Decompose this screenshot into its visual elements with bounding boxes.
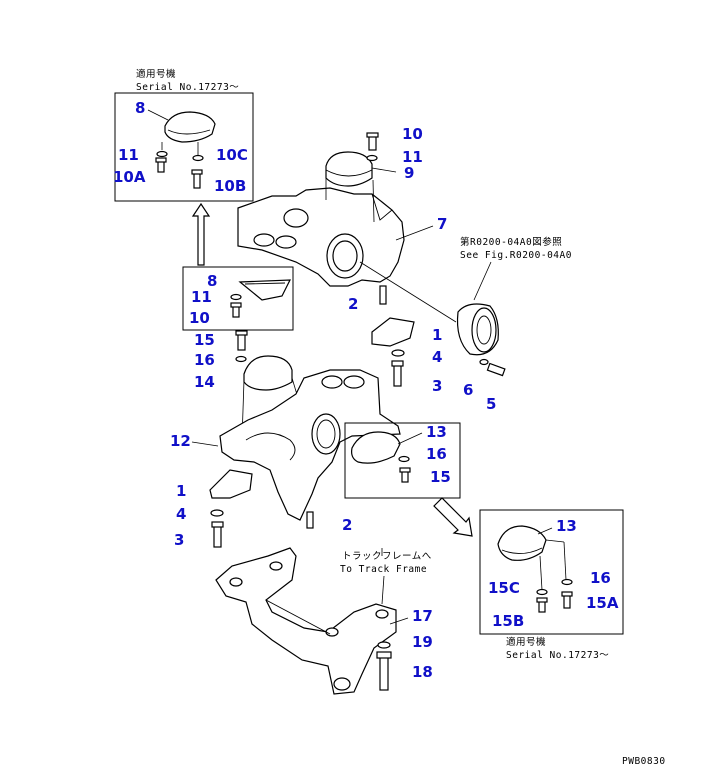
lower-inset-bolt xyxy=(399,467,411,483)
callout-right-inset-13: 13 xyxy=(556,517,577,535)
callout-top-inset-11: 11 xyxy=(118,146,139,164)
right-inset-washer-15C xyxy=(536,588,548,596)
top-inset-bolt-10A xyxy=(155,157,167,173)
upper-washer-11 xyxy=(366,154,378,162)
upper-washer-6 xyxy=(479,358,489,366)
lower-bolt-15 xyxy=(235,330,248,351)
lower-cap-1 xyxy=(209,469,253,499)
bearing-assembly xyxy=(456,303,499,356)
callout-mid-inset-11: 11 xyxy=(191,288,212,306)
arrow-up-icon xyxy=(191,202,211,266)
callout-mid-inset-10: 10 xyxy=(189,309,210,327)
top-inset-bolt-10B xyxy=(191,169,203,189)
callout-upper-3: 3 xyxy=(432,377,442,395)
lower-pin-2 xyxy=(306,511,314,529)
upper-bolt-3 xyxy=(391,360,404,387)
right-inset-bolt-15B xyxy=(536,597,548,613)
callout-lower-4: 4 xyxy=(176,505,186,523)
upper-cover-plate-9 xyxy=(325,151,373,187)
mid-inset-box xyxy=(182,266,294,331)
callout-lower-2: 2 xyxy=(342,516,352,534)
callout-lower-3: 3 xyxy=(174,531,184,549)
lower-inset-box xyxy=(344,422,461,499)
callout-lower-inset-15: 15 xyxy=(430,468,451,486)
callout-lower-16: 16 xyxy=(194,351,215,369)
top-inset-cover-plate xyxy=(164,111,216,143)
callout-bottom-19: 19 xyxy=(412,633,433,651)
callout-top-inset-10C: 10C xyxy=(216,146,248,164)
upper-cap-1 xyxy=(371,317,415,347)
lower-inset-cover-plate xyxy=(351,431,401,464)
lower-washer-16 xyxy=(235,355,247,363)
top-inset-box xyxy=(114,92,254,202)
callout-mid-inset-8: 8 xyxy=(207,272,217,290)
right-inset-bolt-15A xyxy=(561,591,573,609)
callout-right-inset-16: 16 xyxy=(590,569,611,587)
see-fig-jp: 第R0200-04A0図参照 xyxy=(460,236,562,248)
upper-bolt-10 xyxy=(366,132,379,151)
bottom-bolt-18 xyxy=(376,651,392,691)
callout-lower-inset-16: 16 xyxy=(426,445,447,463)
callout-upper-11: 11 xyxy=(402,148,423,166)
mid-inset-cover-plate xyxy=(238,279,291,301)
callout-top-inset-10A: 10A xyxy=(113,168,146,186)
right-inset-washer-16 xyxy=(561,578,573,586)
callout-upper-4: 4 xyxy=(432,348,442,366)
callout-upper-2: 2 xyxy=(348,295,358,313)
right-inset-serial: Serial No.17273～ xyxy=(506,650,609,661)
callout-upper-5: 5 xyxy=(486,395,496,413)
lower-bolt-3 xyxy=(211,521,224,548)
callout-lower-14: 14 xyxy=(194,373,215,391)
lower-cover-plate-14 xyxy=(243,355,293,391)
callout-top-inset-10B: 10B xyxy=(214,177,246,195)
lower-washer-4 xyxy=(210,509,224,517)
top-inset-washer xyxy=(156,150,168,158)
see-fig-en: See Fig.R0200-04A0 xyxy=(460,250,572,261)
top-inset-washer-10C xyxy=(192,154,204,162)
arrow-down-right-icon xyxy=(433,497,473,537)
mid-inset-bolt xyxy=(230,302,242,318)
figure-code: PWB0830 xyxy=(622,756,666,767)
lower-inset-washer xyxy=(398,455,410,463)
callout-lower-1: 1 xyxy=(176,482,186,500)
callout-right-inset-15B: 15B xyxy=(492,612,524,630)
callout-upper-7: 7 xyxy=(437,215,447,233)
top-inset-serial: Serial No.17273～ xyxy=(136,82,239,93)
right-inset-applicable-jp: 適用号機 xyxy=(506,636,546,648)
callout-upper-10: 10 xyxy=(402,125,423,143)
callout-bottom-17: 17 xyxy=(412,607,433,625)
bottom-washer-19 xyxy=(377,641,391,649)
right-inset-cover-plate xyxy=(497,525,547,561)
upper-washer-4 xyxy=(391,349,405,357)
track-frame-jp: トラックフレームへ xyxy=(342,551,432,562)
bottom-bracket-17 xyxy=(215,547,397,695)
upper-pin-2 xyxy=(379,285,387,305)
lower-frame-body xyxy=(219,369,401,521)
callout-right-inset-15C: 15C xyxy=(488,579,520,597)
callout-lower-15: 15 xyxy=(194,331,215,349)
callout-right-inset-15A: 15A xyxy=(586,594,619,612)
callout-top-inset-8: 8 xyxy=(135,99,145,117)
top-inset-applicable-jp: 適用号機 xyxy=(136,68,176,80)
callout-upper-1: 1 xyxy=(432,326,442,344)
callout-lower-inset-13: 13 xyxy=(426,423,447,441)
callout-upper-9: 9 xyxy=(404,164,414,182)
callout-bottom-18: 18 xyxy=(412,663,433,681)
upper-bolt-5 xyxy=(486,362,506,377)
track-frame-en: To Track Frame xyxy=(340,564,427,575)
upper-frame-body xyxy=(237,187,405,287)
mid-inset-washer xyxy=(230,293,242,301)
right-inset-box xyxy=(479,509,624,635)
callout-lower-12: 12 xyxy=(170,432,191,450)
callout-upper-6: 6 xyxy=(463,381,473,399)
